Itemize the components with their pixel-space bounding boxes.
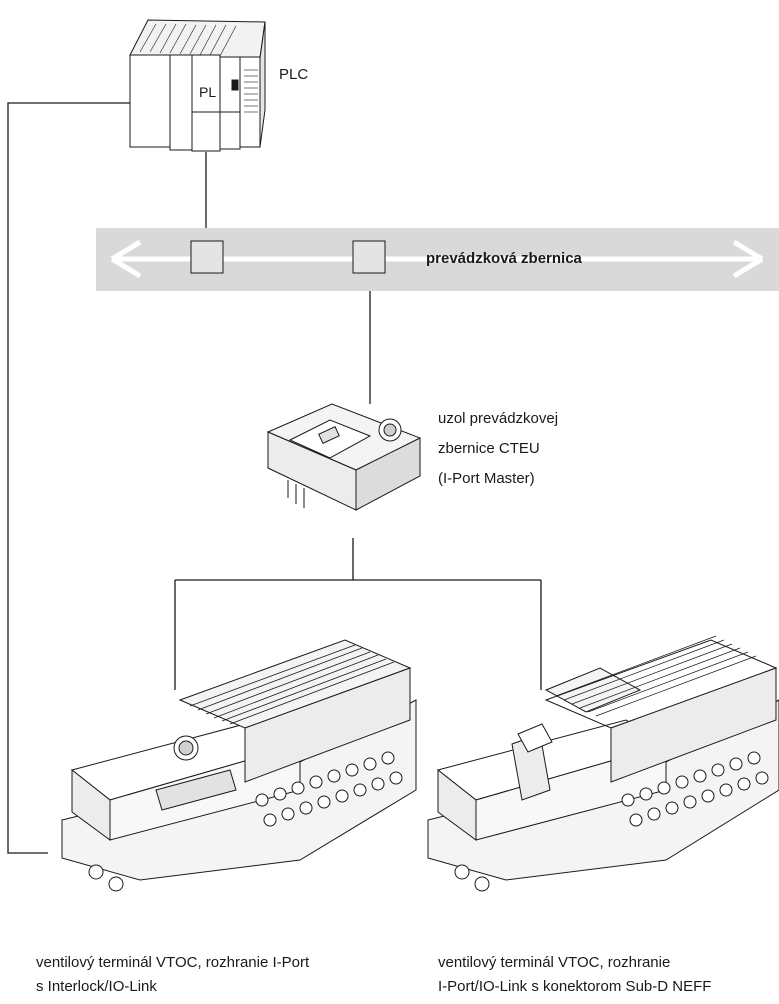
- terminal-right-caption-line-1: ventilový terminál VTOC, rozhranie: [438, 954, 671, 971]
- bus-node-label-line-3: (I-Port Master): [438, 470, 535, 487]
- valve-terminal-left: [61, 639, 417, 892]
- valve-terminal-right: [427, 635, 779, 892]
- bus-connector-plc: [190, 240, 224, 274]
- plc-device: PL: [129, 19, 266, 152]
- terminal-left-caption-line-1: ventilový terminál VTOC, rozhranie I-Por…: [36, 954, 310, 971]
- plc-label: PLC: [279, 66, 309, 83]
- bus-node-label-line-2: zbernice CTEU: [438, 440, 540, 457]
- fieldbus-label: prevádzková zbernica: [426, 250, 582, 267]
- bus-connector-node: [352, 240, 386, 274]
- connection-lines: [7, 102, 542, 854]
- fieldbus-arrow: [110, 239, 764, 279]
- plc-to-left-terminal-line: [7, 102, 130, 854]
- bus-node-label-line-1: uzol prevádzkovej: [438, 410, 559, 427]
- terminal-left-caption-line-2: s Interlock/IO-Link: [36, 978, 157, 995]
- plc-module-text: PL: [199, 84, 216, 100]
- terminal-right-caption-line-2: I-Port/IO-Link s konektorom Sub-D NEFF: [438, 978, 712, 995]
- bus-node-device: [266, 403, 422, 511]
- fieldbus: [96, 228, 779, 291]
